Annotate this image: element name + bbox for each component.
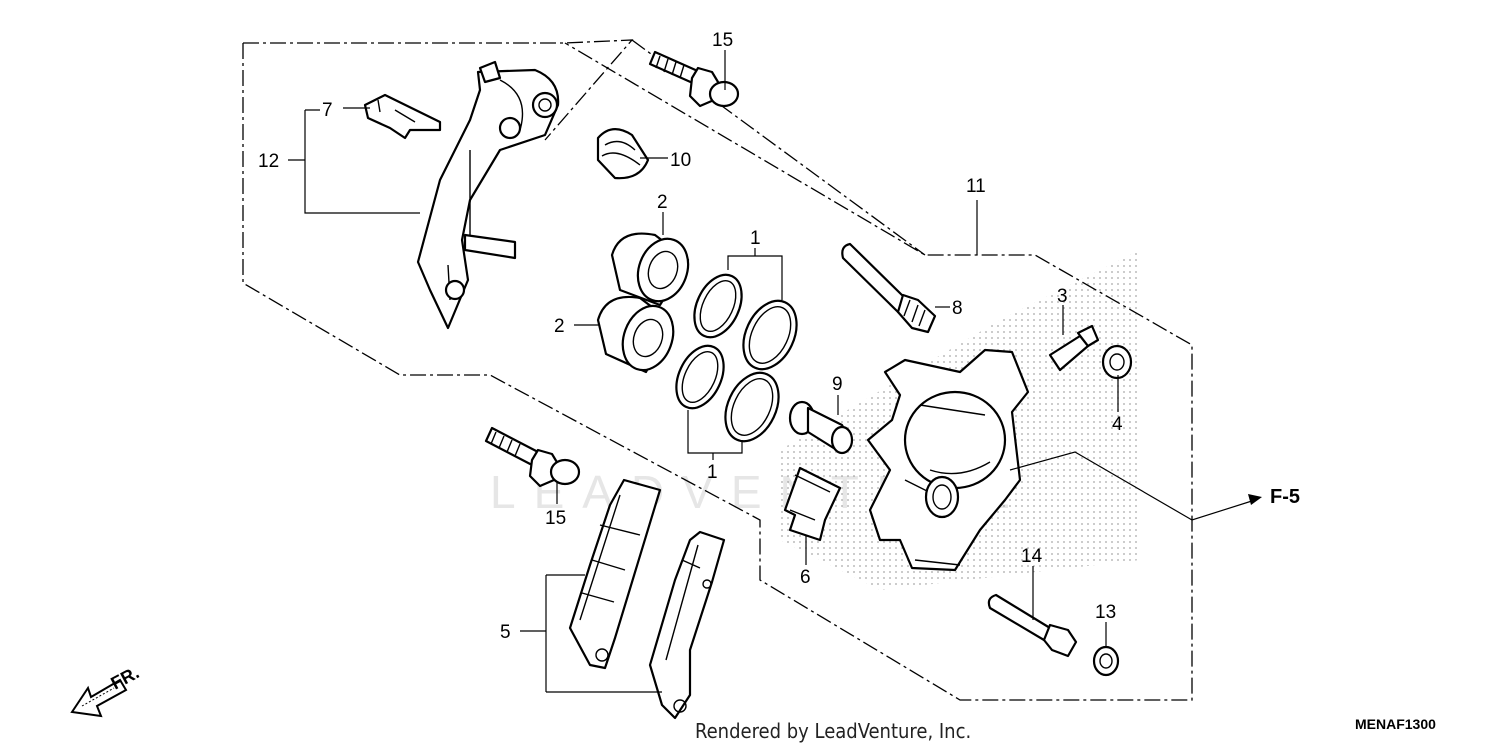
diagram-code: MENAF1300	[1355, 716, 1436, 732]
bleeder-screw-part[interactable]	[1048, 324, 1100, 372]
caliper-body-part[interactable]	[866, 348, 1030, 572]
leader-f5	[1009, 451, 1256, 521]
f5-arrowhead	[1248, 494, 1262, 505]
rendered-by-footer: Rendered by LeadVenture, Inc.	[695, 719, 971, 743]
pin-plug-part[interactable]	[1092, 645, 1120, 677]
pad-spring-clip-part[interactable]	[363, 93, 442, 140]
caliper-pin-part[interactable]	[841, 242, 937, 334]
callout-14[interactable]: 14	[1021, 546, 1043, 567]
mounting-bolt-upper-part[interactable]	[648, 50, 740, 108]
leader-1-lower	[687, 410, 743, 460]
callout-2-upper[interactable]: 2	[657, 192, 668, 213]
callout-1-lower[interactable]: 1	[707, 462, 718, 483]
pad-retainer-part[interactable]	[783, 466, 842, 542]
pin-boot-part[interactable]	[596, 128, 650, 180]
piston-lower-part[interactable]	[596, 295, 682, 377]
front-direction-arrow-icon: FR.	[70, 662, 142, 718]
callout-11[interactable]: 11	[966, 176, 986, 197]
leader-1-upper	[727, 248, 783, 300]
mounting-bolt-lower-part[interactable]	[484, 426, 581, 488]
callout-9[interactable]: 9	[832, 374, 843, 395]
piston-seal-set-part[interactable]	[667, 267, 807, 450]
callout-15-lower[interactable]: 15	[545, 508, 566, 529]
callout-2-lower[interactable]: 2	[554, 316, 565, 337]
callout-13[interactable]: 13	[1095, 602, 1116, 623]
callout-4[interactable]: 4	[1112, 414, 1123, 435]
callout-1-upper[interactable]: 1	[750, 228, 761, 249]
leader-5	[520, 574, 662, 693]
pad-pin-part[interactable]	[987, 593, 1078, 658]
leader-12	[288, 109, 420, 214]
bleeder-cap-part[interactable]	[1101, 344, 1133, 380]
reference-f5-label[interactable]: F-5	[1270, 486, 1300, 508]
callout-3[interactable]: 3	[1057, 286, 1068, 307]
callout-7[interactable]: 7	[322, 100, 333, 121]
caliper-bracket-part[interactable]	[416, 60, 560, 330]
callout-12[interactable]: 12	[258, 151, 279, 172]
brake-pad-set-part[interactable]	[568, 478, 726, 720]
caliper-pin-with-boot-part[interactable]	[788, 400, 854, 455]
caliper-bracket-group-outline	[242, 39, 1193, 701]
callout-15-upper[interactable]: 15	[712, 30, 733, 51]
callout-5[interactable]: 5	[500, 622, 511, 643]
callout-10[interactable]: 10	[670, 150, 691, 171]
piston-upper-part[interactable]	[610, 232, 696, 309]
callout-6[interactable]: 6	[800, 567, 811, 588]
callout-8[interactable]: 8	[952, 298, 963, 319]
